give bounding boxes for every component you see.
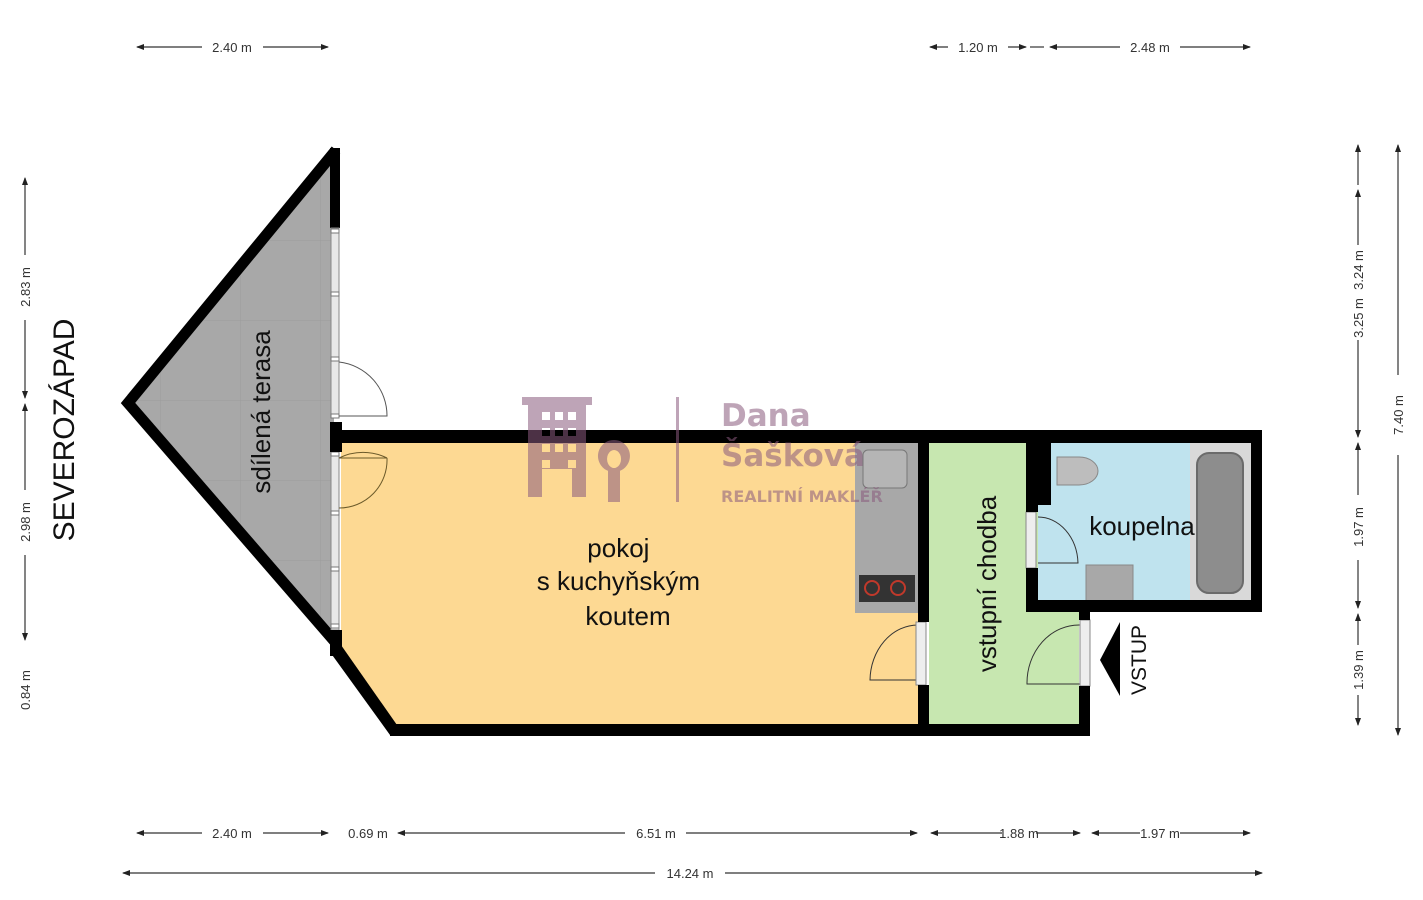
logo-watermark: Dana Šašková REALITNÍ MAKLÉŘ bbox=[522, 397, 883, 506]
dim-bottom-total: 14.24 m bbox=[667, 866, 714, 881]
terrace-wall-top bbox=[330, 148, 340, 228]
entrance-arrow-icon bbox=[1100, 622, 1120, 696]
dim-top-2: 1.20 m bbox=[958, 40, 998, 55]
bathroom-label: koupelna bbox=[1089, 511, 1195, 541]
dim-right-4: 1.39 m bbox=[1351, 650, 1366, 690]
terrace-floor bbox=[132, 160, 334, 636]
living-hallway-door bbox=[869, 624, 919, 681]
dim-right-1: 3.25 m bbox=[1351, 298, 1366, 338]
building-pin-icon bbox=[522, 397, 679, 502]
dim-top-3: 2.48 m bbox=[1130, 40, 1170, 55]
logo-name-line1: Dana bbox=[721, 398, 811, 434]
hallway-label: vstupní chodba bbox=[972, 495, 1002, 672]
living-terrace-door bbox=[338, 451, 388, 509]
living-floor bbox=[341, 443, 920, 725]
terrace-door bbox=[338, 361, 388, 417]
entrance-door bbox=[1026, 624, 1081, 685]
dim-left-3: 0.84 m bbox=[18, 670, 33, 710]
dim-bottom-5: 1.97 m bbox=[1140, 826, 1180, 841]
terrace-window bbox=[330, 227, 340, 419]
living-label: pokoj s kuchyňským koutem bbox=[537, 533, 708, 631]
dim-bottom-4: 1.88 m bbox=[999, 826, 1039, 841]
dim-top-1: 2.40 m bbox=[212, 40, 252, 55]
dim-right-2: 3.24 m bbox=[1351, 250, 1366, 290]
terrace-room: sdílená terasa bbox=[120, 146, 388, 647]
dim-left-2: 2.98 m bbox=[18, 502, 33, 542]
living-window bbox=[330, 451, 340, 631]
orientation-label: SEVEROZÁPAD bbox=[48, 319, 81, 542]
logo-subtitle: REALITNÍ MAKLÉŘ bbox=[721, 487, 883, 506]
kitchen-sink bbox=[862, 449, 908, 489]
dim-right-total: 7.40 m bbox=[1391, 395, 1406, 435]
bathroom-door bbox=[1037, 516, 1079, 564]
bathroom-room: koupelna bbox=[1025, 443, 1251, 603]
burner-icon bbox=[890, 580, 906, 596]
dim-bottom-3: 6.51 m bbox=[636, 826, 676, 841]
dim-left-1: 2.83 m bbox=[18, 267, 33, 307]
burner-icon bbox=[864, 580, 880, 596]
bathtub bbox=[1196, 452, 1244, 594]
dimension-labels: 2.40 m 1.20 m 2.48 m 2.40 m 0.69 m 6.51 … bbox=[18, 40, 1406, 881]
dim-bottom-1: 2.40 m bbox=[212, 826, 252, 841]
terrace-label: sdílená terasa bbox=[246, 330, 276, 494]
entrance-label: VSTUP bbox=[1128, 625, 1151, 695]
cooktop bbox=[859, 575, 915, 602]
dim-bottom-2: 0.69 m bbox=[348, 826, 388, 841]
terrace-wall bbox=[120, 146, 341, 647]
living-room: pokoj s kuchyňským koutem bbox=[338, 443, 927, 725]
toilet bbox=[1056, 456, 1099, 486]
dim-right-3: 1.97 m bbox=[1351, 507, 1366, 547]
washbasin bbox=[1085, 564, 1134, 603]
dimension-lines bbox=[22, 44, 1401, 876]
logo-name-line2: Šašková bbox=[721, 437, 865, 474]
